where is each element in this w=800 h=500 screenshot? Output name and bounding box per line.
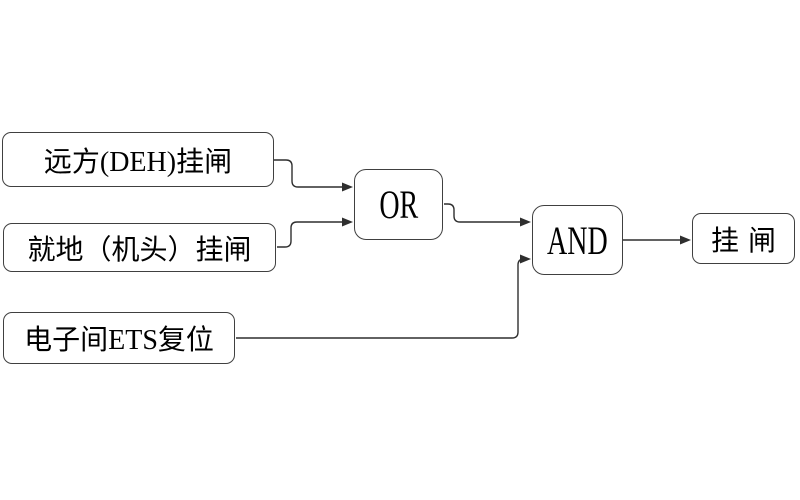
- wire-ets-to-and: [236, 258, 525, 339]
- input-box-ets-reset: 电子间ETS复位: [3, 312, 235, 364]
- wire-or-to-and: [444, 203, 520, 223]
- arrowhead-icon: [342, 182, 353, 192]
- or-gate-label: OR: [379, 182, 418, 227]
- input-box-remote-deh-latch: 远方(DEH)挂闸: [2, 132, 274, 187]
- and-gate-label: AND: [547, 217, 608, 263]
- input-box-label: 电子间ETS复位: [24, 325, 214, 356]
- or-gate-box: OR: [354, 169, 443, 240]
- arrowhead-icon: [680, 235, 691, 245]
- input-box-label: 远方(DEH)挂闸: [43, 146, 233, 178]
- wire-local-to-or: [277, 221, 342, 248]
- input-box-local-head-latch: 就地（机头）挂闸: [3, 223, 276, 272]
- input-box-label: 就地（机头）挂闸: [27, 234, 252, 266]
- output-box-label: 挂闸: [710, 225, 785, 257]
- output-box-latch: 挂闸: [692, 213, 795, 264]
- and-gate-box: AND: [532, 205, 623, 275]
- arrowhead-icon: [520, 254, 531, 264]
- wire-remote-to-or: [274, 159, 342, 188]
- arrowhead-icon: [342, 217, 353, 227]
- arrowhead-icon: [520, 217, 531, 227]
